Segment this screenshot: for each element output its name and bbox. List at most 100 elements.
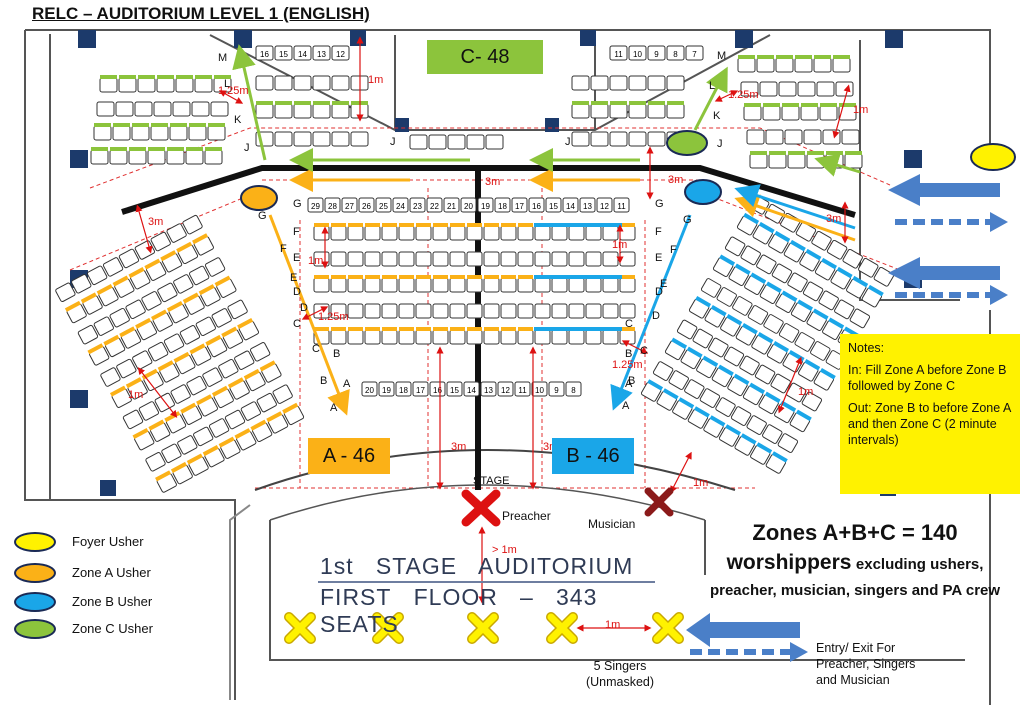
- auditorium-line-1: 1st STAGE AUDITORIUM: [320, 553, 634, 579]
- seat: [483, 327, 500, 345]
- seat: [90, 147, 109, 165]
- seat: [794, 332, 815, 352]
- seat: [517, 251, 534, 267]
- row-label-left-g: G: [258, 210, 267, 222]
- seat: [759, 81, 778, 97]
- seat-row-a: 12: [497, 381, 514, 397]
- svg-text:20: 20: [464, 202, 473, 211]
- row-label-center-right-d: D: [655, 286, 663, 298]
- seat: [96, 101, 115, 117]
- seat-highlight: [176, 241, 193, 253]
- seat-highlight: [733, 373, 750, 386]
- seat: [787, 272, 808, 293]
- seat: [347, 223, 364, 241]
- row-label-k-left: K: [234, 114, 242, 126]
- row-label-right-e: E: [660, 278, 668, 290]
- seat: [585, 251, 602, 267]
- seat-row-a: 17: [412, 381, 429, 397]
- seat: [137, 75, 156, 93]
- seat-highlight: [852, 275, 869, 288]
- seat-row-g: 13: [579, 197, 596, 213]
- svg-text:7: 7: [692, 50, 697, 59]
- seat-highlight: [119, 326, 136, 338]
- seat: [211, 308, 232, 328]
- svg-text:1m: 1m: [853, 104, 868, 116]
- seat-highlight: [702, 355, 719, 368]
- seat: [204, 147, 223, 165]
- seat-highlight: [148, 419, 165, 431]
- seat: [571, 101, 590, 119]
- row-label-l-right: L: [709, 80, 716, 92]
- seat: [195, 316, 216, 337]
- svg-text:10: 10: [535, 386, 544, 395]
- seat: [609, 75, 628, 91]
- svg-text:3m: 3m: [451, 441, 466, 453]
- svg-text:1m: 1m: [128, 389, 143, 401]
- notes-out: Out: Zone B to before Zone A and then Zo…: [848, 401, 1011, 447]
- svg-text:1m: 1m: [308, 255, 323, 267]
- seat: [822, 129, 841, 145]
- seat-highlight: [180, 402, 197, 414]
- seat-highlight: [173, 351, 190, 363]
- svg-text:17: 17: [515, 202, 524, 211]
- seat-highlight: [259, 360, 276, 372]
- seat-highlight: [103, 334, 120, 346]
- seat: [571, 131, 590, 147]
- seat: [55, 282, 76, 302]
- seat: [312, 101, 331, 119]
- seat-highlight: [819, 368, 836, 380]
- seat: [109, 308, 130, 328]
- svg-text:1m: 1m: [612, 239, 627, 251]
- seat: [157, 282, 178, 303]
- seat-row-a: 11: [514, 381, 531, 397]
- seat-highlight: [695, 296, 712, 308]
- page-title: RELC – AUDITORIUM LEVEL 1 (ENGLISH): [32, 4, 370, 23]
- svg-text:17: 17: [416, 386, 425, 395]
- seat-row-a: 14: [463, 381, 480, 397]
- seat: [432, 251, 449, 267]
- seat-highlight: [765, 281, 782, 293]
- seat: [240, 401, 262, 421]
- seat: [177, 435, 198, 455]
- seat-row-a: 20: [361, 381, 378, 397]
- seat: [647, 75, 666, 91]
- seat-highlight: [189, 343, 206, 355]
- seat-row-a: 8: [565, 381, 582, 397]
- seat: [272, 384, 293, 404]
- row-label-center-left-a: A: [343, 378, 351, 390]
- seat: [819, 103, 838, 121]
- svg-text:11: 11: [617, 202, 626, 211]
- seat: [204, 257, 226, 277]
- seat: [517, 275, 534, 293]
- seat: [381, 303, 398, 319]
- svg-text:12: 12: [600, 202, 609, 211]
- zone-c-label: C- 48: [427, 40, 543, 74]
- seat: [87, 265, 108, 286]
- seat: [364, 327, 381, 345]
- seat-highlight: [211, 385, 228, 397]
- seat: [191, 101, 210, 117]
- svg-text:8: 8: [571, 386, 576, 395]
- seat: [150, 231, 171, 252]
- seat-row-g: 21: [443, 197, 460, 213]
- measurement-labels: 1m 1m 1.25m 1.25m 3m 3m 3m 3m 1m 1m 1.25…: [128, 74, 868, 631]
- seat: [628, 75, 647, 91]
- seat: [849, 308, 871, 329]
- seat-highlight: [686, 346, 703, 359]
- svg-text:1m: 1m: [368, 74, 383, 86]
- seat-highlight: [151, 309, 168, 321]
- seat-highlight: [773, 341, 790, 353]
- zone-b-label: B - 46: [552, 438, 634, 474]
- seat: [466, 134, 485, 150]
- seat-row-a: 13: [480, 381, 497, 397]
- singers-label: 5 Singers (Unmasked): [585, 659, 655, 689]
- seat: [716, 287, 737, 307]
- seat: [810, 341, 831, 361]
- seat-highlight: [128, 267, 145, 279]
- seat: [747, 305, 769, 325]
- seat: [147, 341, 169, 362]
- auditorium-line-2: FIRST FLOOR – 343 SEATS: [320, 584, 598, 637]
- seat: [249, 342, 271, 362]
- seat: [466, 251, 483, 267]
